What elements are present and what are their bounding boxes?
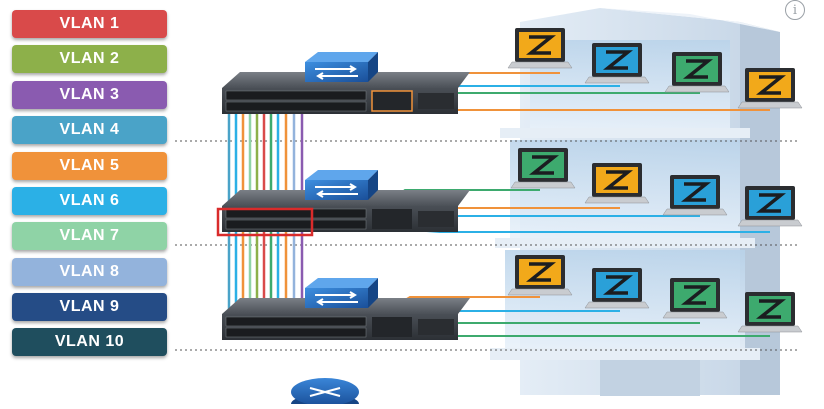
laptop [737,186,803,227]
vlan-label: VLAN 8 [12,258,167,286]
laptops [507,28,803,333]
laptop [507,255,573,296]
vlan-label: VLAN 4 [12,116,167,144]
vlan-label: VLAN 10 [12,328,167,356]
laptop [584,43,650,84]
laptop [662,278,728,319]
vlan-label: VLAN 2 [12,45,167,73]
laptop [662,175,728,216]
vlan-label: VLAN 9 [12,293,167,321]
vlan-label: VLAN 7 [12,222,167,250]
building [490,8,780,396]
laptop [737,68,803,109]
trunk-port-highlight [216,207,314,237]
laptop [507,28,573,69]
laptop [664,52,730,93]
laptop [737,292,803,333]
vlan-label: VLAN 1 [12,10,167,38]
vlan-label: VLAN 6 [12,187,167,215]
switch-floor-1 [222,52,470,114]
floor-lines [175,140,800,351]
router [291,378,359,409]
vlan-label: VLAN 3 [12,81,167,109]
info-icon[interactable]: i [785,0,805,20]
vlan-label: VLAN 5 [12,152,167,180]
laptop [584,163,650,204]
laptop [584,268,650,309]
switch-floor-2 [216,170,470,237]
switch-floor-3 [222,278,470,340]
laptop [510,148,576,189]
